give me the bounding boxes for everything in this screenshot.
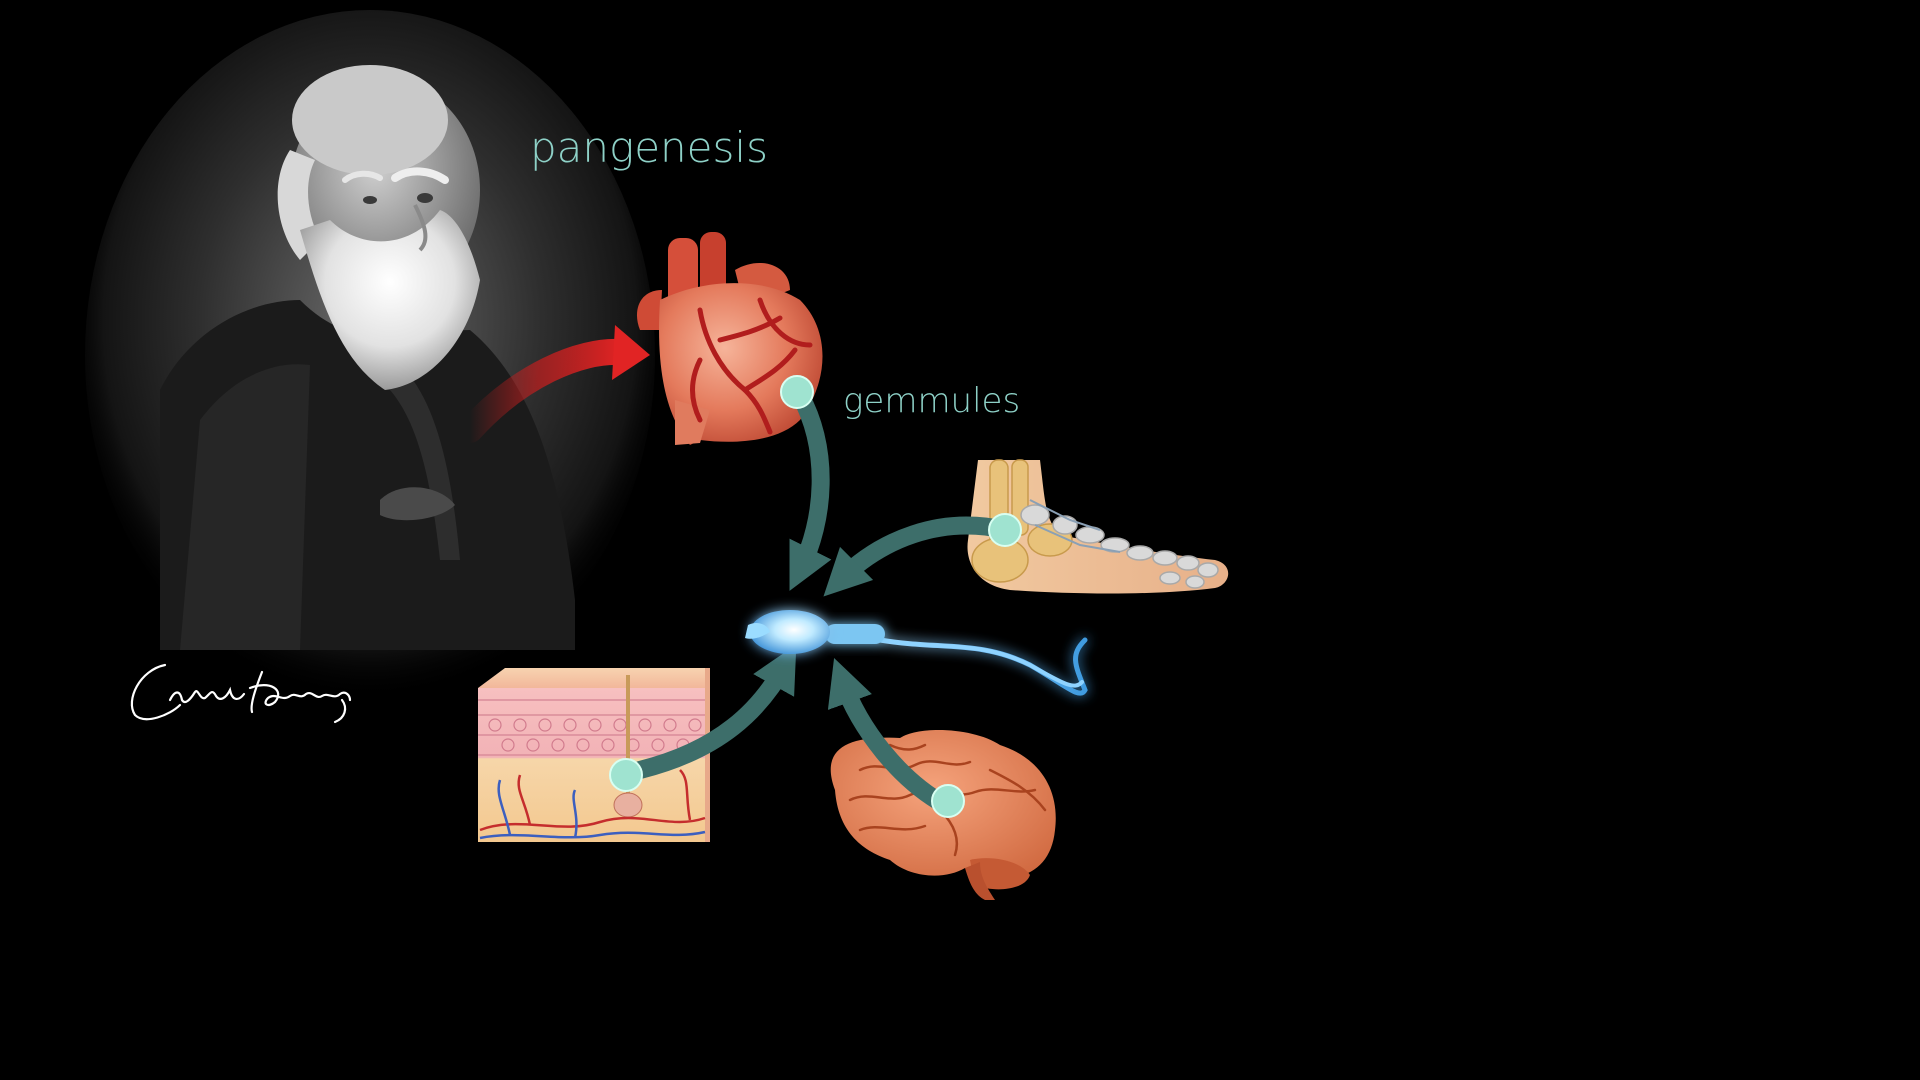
sperm-cell-icon	[745, 610, 1088, 696]
gemmule-brain	[931, 784, 965, 818]
gemmules-label: gemmules	[843, 381, 1020, 421]
red-arrow	[457, 325, 650, 443]
heart-icon	[636, 232, 823, 445]
darwin-portrait	[85, 10, 655, 700]
foot-bones-icon	[967, 459, 1229, 594]
arrow-skin-to-sperm	[631, 644, 797, 779]
arrow-brain-to-sperm	[827, 657, 954, 814]
arrow-foot-to-sperm	[823, 516, 1014, 597]
gemmule-skin	[609, 758, 643, 792]
gemmules	[609, 375, 1022, 818]
gemmule-foot	[988, 513, 1022, 547]
gemmule-heart	[780, 375, 814, 409]
skin-cross-section-icon	[478, 668, 710, 842]
darwin-signature	[130, 663, 352, 724]
diagram-title: pangenesis	[530, 123, 768, 172]
arrow-heart-to-sperm	[789, 386, 832, 591]
